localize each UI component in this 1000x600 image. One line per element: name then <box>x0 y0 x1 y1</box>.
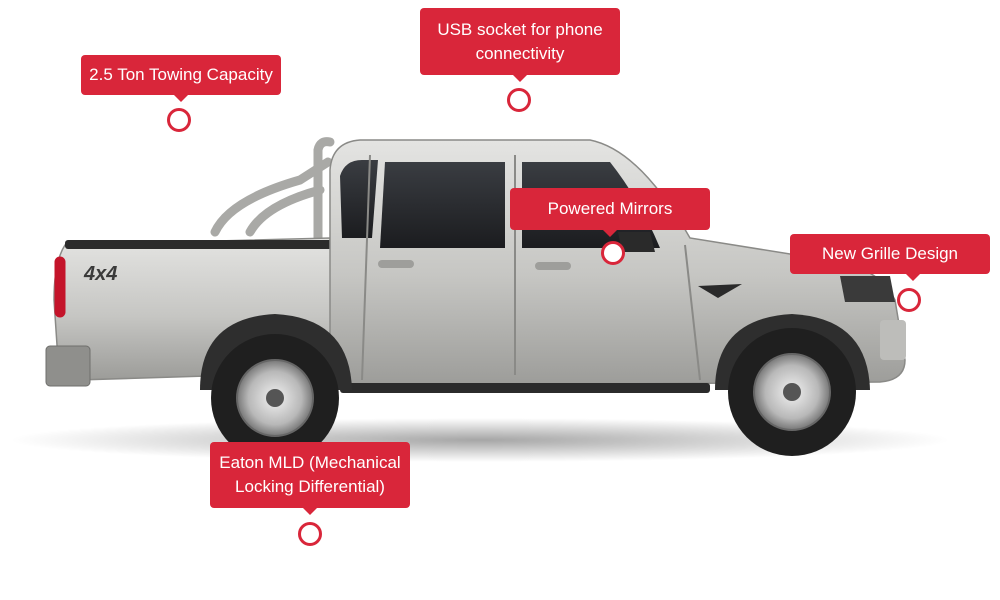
label-pointer <box>174 95 188 102</box>
usb-socket-hotspot[interactable] <box>507 88 531 112</box>
label-pointer <box>906 274 920 281</box>
grille-design-label[interactable]: New Grille Design <box>790 234 990 281</box>
towing-capacity-label[interactable]: 2.5 Ton Towing Capacity <box>81 55 281 102</box>
grille-design-text: New Grille Design <box>821 244 959 263</box>
roll-bar <box>210 137 335 243</box>
eaton-mld-hotspot[interactable] <box>298 522 322 546</box>
label-pointer <box>603 230 617 237</box>
powered-mirrors-label[interactable]: Powered Mirrors <box>510 188 710 237</box>
eaton-mld-text-line-2: Locking Differential) <box>235 477 385 496</box>
usb-socket-label[interactable]: USB socket for phone connectivity <box>420 8 620 82</box>
label-pointer <box>303 508 317 515</box>
towing-capacity-text: 2.5 Ton Towing Capacity <box>89 65 273 84</box>
usb-socket-text-line-2: connectivity <box>475 43 565 63</box>
eaton-mld-text-line-1: Eaton MLD (Mechanical <box>219 453 401 472</box>
front-wheel <box>715 314 870 456</box>
grille-design-hotspot[interactable] <box>897 288 921 312</box>
towing-capacity-hotspot[interactable] <box>167 108 191 132</box>
badge-4x4: 4x4 <box>83 263 117 285</box>
rear-wheel <box>200 314 352 462</box>
usb-socket-text-line-1: USB socket for phone <box>437 19 603 39</box>
powered-mirrors-hotspot[interactable] <box>601 241 625 265</box>
powered-mirrors-text: Powered Mirrors <box>547 199 673 218</box>
label-pointer <box>513 75 527 82</box>
eaton-mld-label[interactable]: Eaton MLD (Mechanical Locking Differenti… <box>210 442 410 515</box>
